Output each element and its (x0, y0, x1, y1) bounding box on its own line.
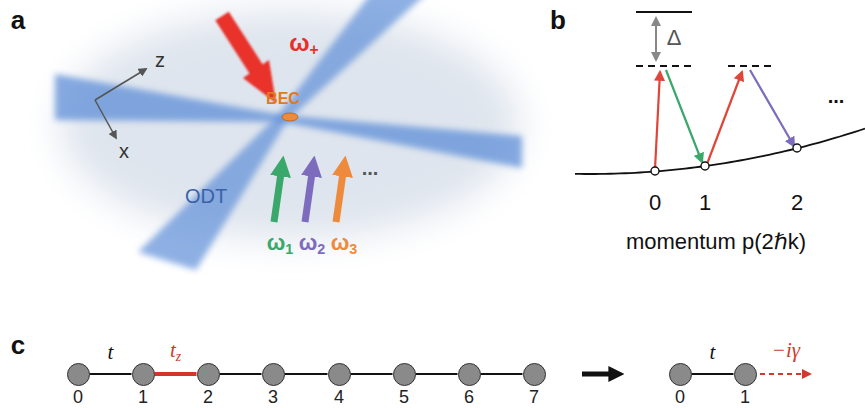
excited-level (636, 11, 692, 13)
symbol: ω (331, 230, 350, 255)
lattice-site: 0 (669, 363, 692, 386)
lattice-site: 6 (458, 363, 481, 386)
momentum-state (701, 162, 709, 170)
beam-label: ω3 (331, 232, 358, 256)
probe-arrow (305, 166, 313, 222)
probe-arrow (274, 166, 282, 222)
detuning-label: Δ (667, 27, 682, 49)
pump-beam-arrow (222, 16, 276, 103)
bec-cloud (282, 113, 298, 121)
lattice-site: 4 (328, 363, 351, 386)
momentum-state (651, 167, 659, 175)
absorb-arrow (655, 72, 660, 169)
subscript: z (176, 349, 181, 364)
panel-letter: b (550, 7, 566, 33)
lattice-site: 7 (523, 363, 546, 386)
lattice-site: 1 (132, 363, 155, 386)
subscript: 2 (317, 241, 325, 257)
panel-letter: a (11, 7, 25, 33)
detuning-arrow (655, 18, 657, 60)
subscript: + (310, 41, 319, 58)
hopping-bond (416, 373, 458, 375)
lattice-site: 3 (262, 363, 285, 386)
axis-tick: 2 (791, 192, 803, 214)
symbol: t (170, 338, 176, 362)
hopping-bond (90, 373, 132, 375)
ellipsis: ... (828, 86, 845, 106)
loss-label: −iγ (772, 340, 800, 361)
symbol: ω (299, 230, 318, 255)
subscript: 3 (349, 241, 357, 257)
hopping-bond (285, 373, 328, 375)
site-index: 3 (268, 388, 278, 406)
odt-beam (55, 74, 522, 168)
axis-arrow (95, 69, 146, 100)
site-index: 1 (740, 388, 750, 406)
axis-label: z (155, 50, 165, 70)
odt-beam (138, 0, 428, 270)
site-index: 1 (138, 388, 148, 406)
lattice-site: 5 (393, 363, 416, 386)
hopping-bond (351, 373, 393, 375)
emit-arrow (666, 70, 702, 162)
symbol: ω (289, 29, 309, 56)
lattice-site: 1 (734, 363, 757, 386)
odt-label: ODT (185, 186, 227, 206)
hopping-label: tz (170, 340, 181, 363)
hopping-label: t (108, 342, 114, 363)
mapping-arrow (582, 372, 618, 377)
axis-arrow (95, 100, 116, 138)
virtual-level (636, 65, 692, 67)
virtual-level (728, 65, 772, 67)
loss-arrow (760, 373, 810, 375)
probe-arrow (336, 166, 344, 222)
hopping-bond (155, 372, 197, 376)
site-index: 7 (529, 388, 539, 406)
site-index: 0 (73, 388, 83, 406)
subscript: 1 (285, 241, 293, 257)
site-index: 2 (203, 388, 213, 406)
emit-arrow (750, 70, 794, 146)
hopping-label: t (710, 342, 716, 363)
ellipsis: ... (362, 158, 379, 178)
axis-tick: 0 (649, 192, 661, 214)
absorb-arrow (707, 72, 742, 164)
panel-letter: c (11, 332, 25, 358)
dispersion-curve (575, 129, 865, 174)
site-index: 6 (464, 388, 474, 406)
hopping-bond (692, 373, 734, 375)
axis-label: x (119, 141, 129, 161)
lattice-site: 2 (197, 363, 220, 386)
beam-label: ω1 (267, 232, 294, 256)
bec-label: BEC (266, 91, 300, 107)
beam-label: ω+ (289, 31, 318, 57)
hopping-bond (220, 373, 262, 375)
lattice-site: 0 (67, 363, 90, 386)
hopping-bond (481, 373, 523, 375)
momentum-state (793, 144, 801, 152)
site-index: 0 (675, 388, 685, 406)
haze (60, 10, 520, 240)
site-index: 5 (399, 388, 409, 406)
symbol: ω (267, 230, 286, 255)
beam-label: ω2 (299, 232, 326, 256)
axis-tick: 1 (699, 192, 711, 214)
axis-title: momentum p(2ℏk) (626, 231, 806, 253)
site-index: 4 (334, 388, 344, 406)
